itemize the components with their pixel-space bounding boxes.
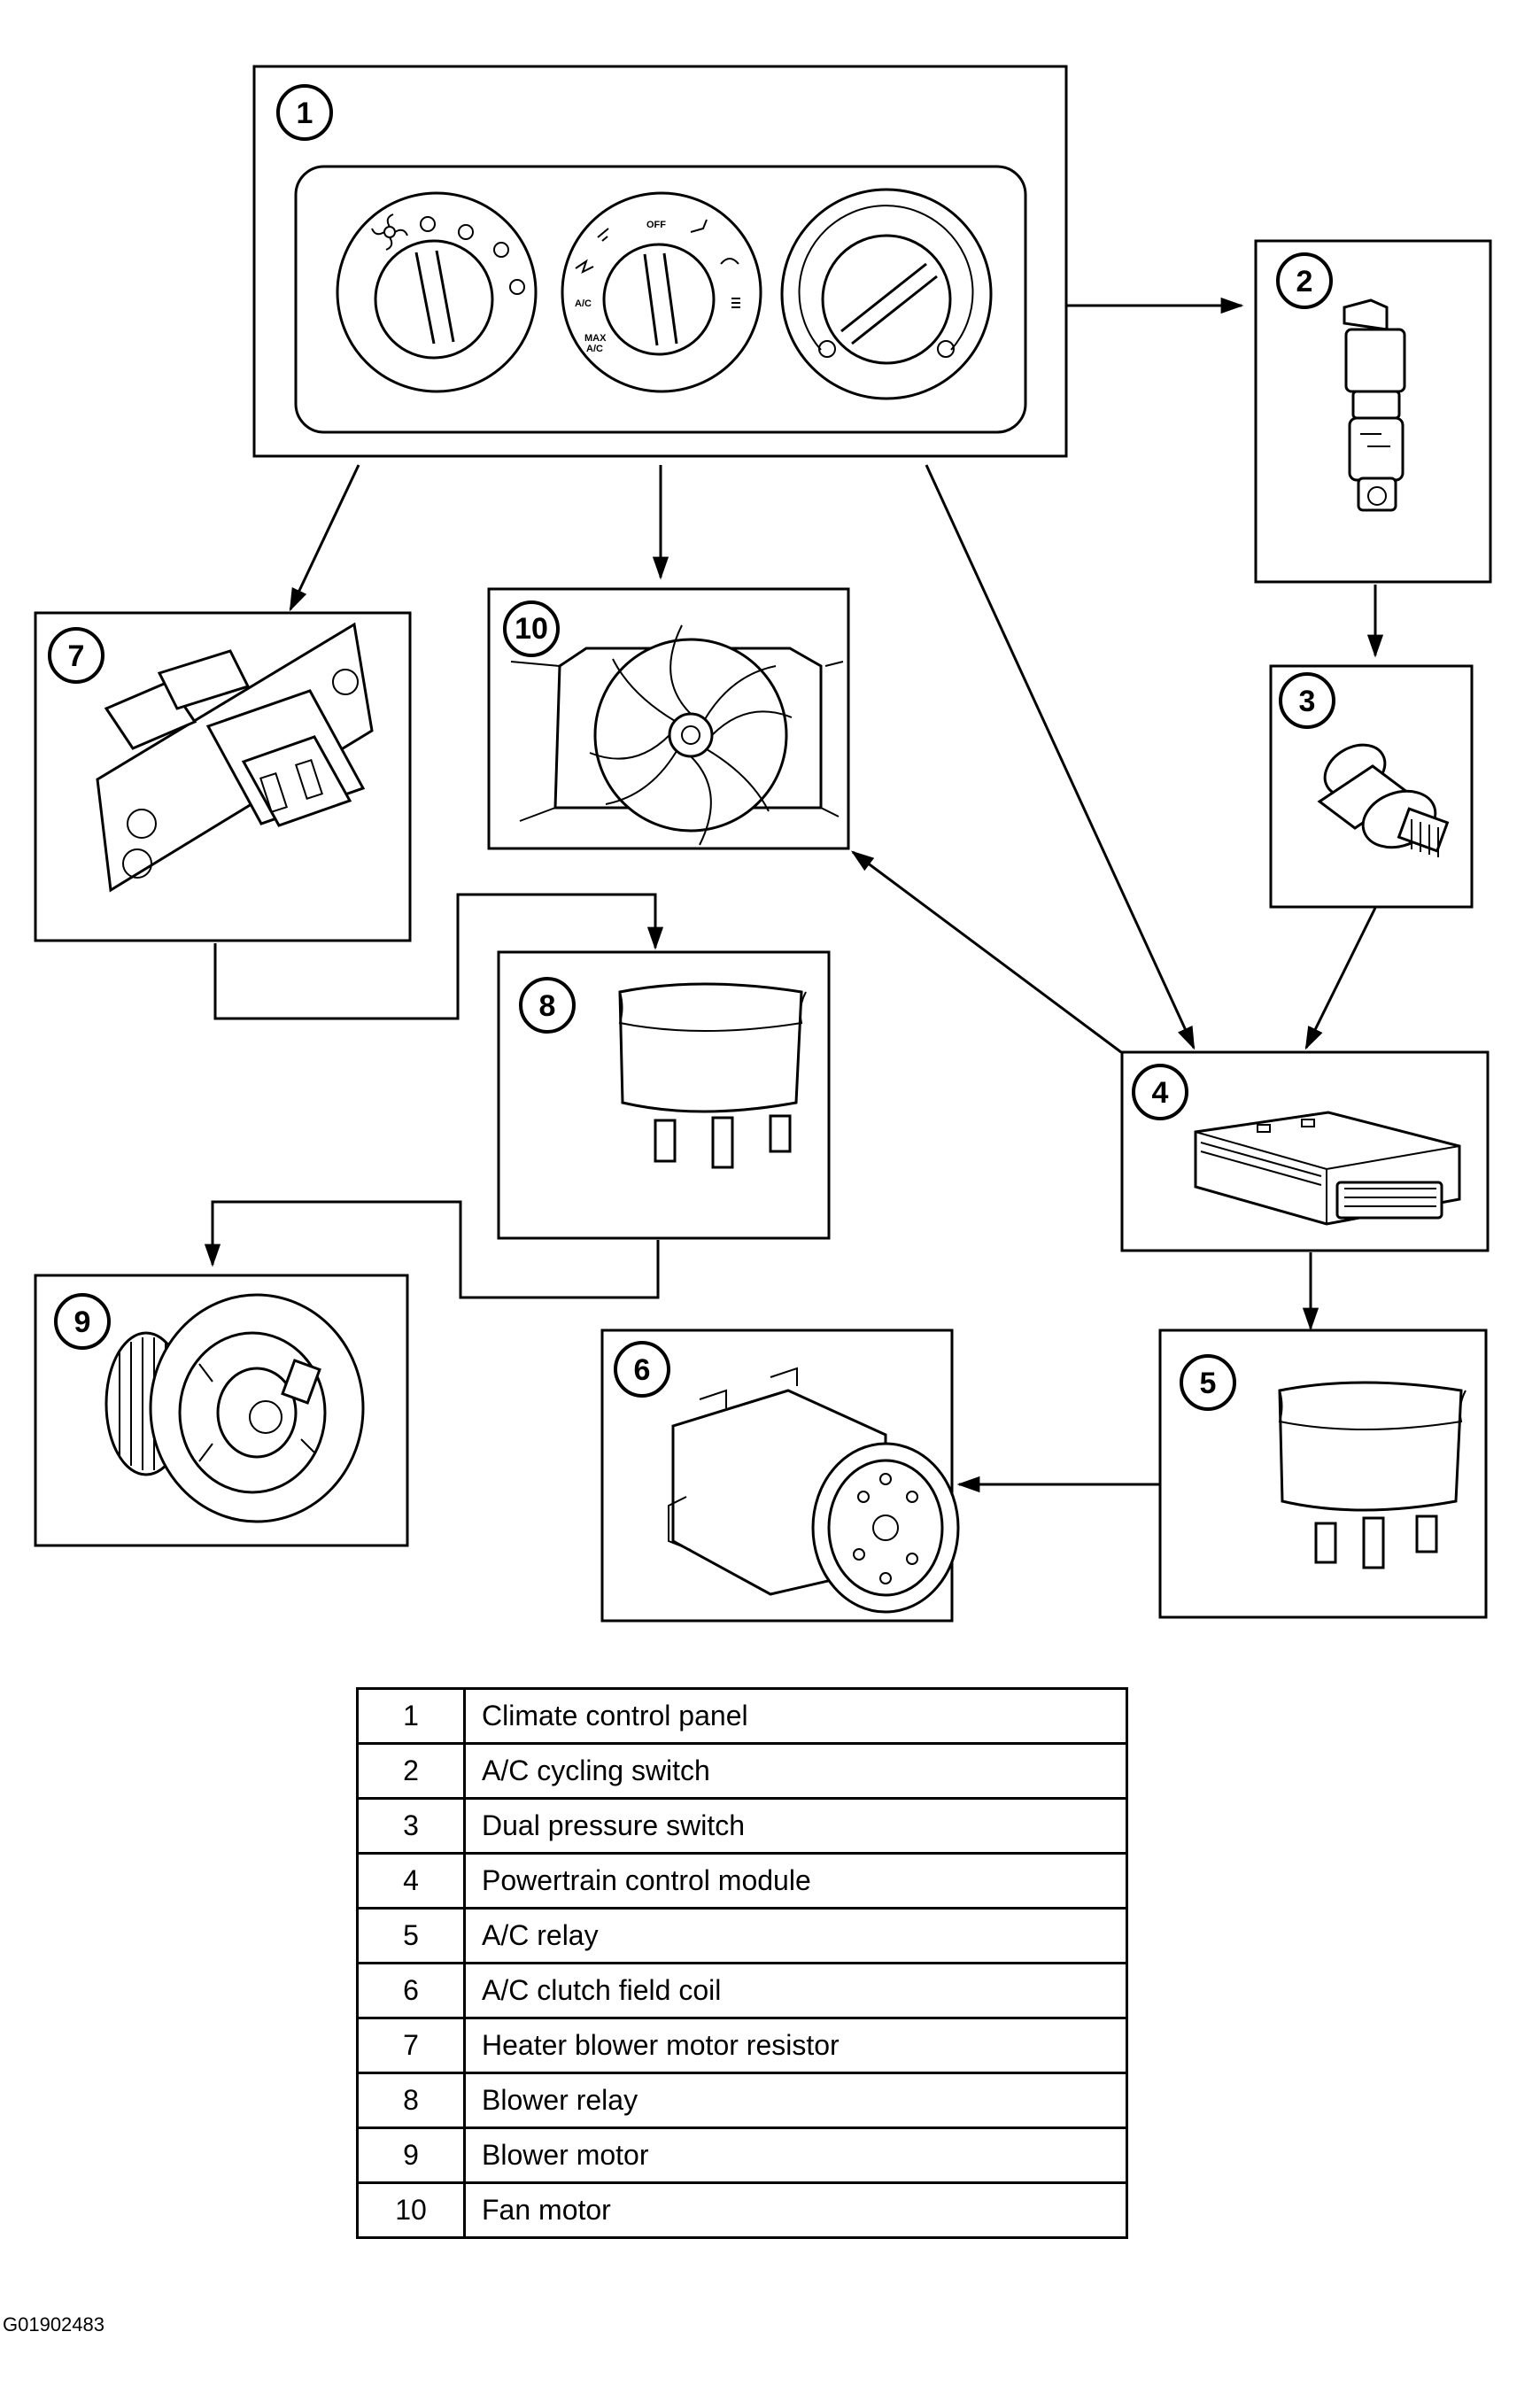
resistor-drawing [96, 622, 374, 893]
legend-description: Blower relay [463, 2072, 1128, 2129]
floor-vent-icon [690, 219, 708, 233]
legend-row: 6 A/C clutch field coil [356, 1962, 1128, 2019]
component-ac-cycling-switch: 2 [1254, 239, 1492, 584]
legend-row: 3 Dual pressure switch [356, 1797, 1128, 1855]
climate-control-wiring-diagram: OFF A/C MAX A/C 1 [34, 65, 1492, 1623]
component-climate-control-panel: OFF A/C MAX A/C 1 [252, 65, 1068, 458]
callout-circle-5 [1180, 1354, 1236, 1411]
legend-description: Fan motor [463, 2181, 1128, 2239]
mode-label-off: OFF [646, 220, 666, 230]
connectors [204, 297, 1384, 1493]
mode-label-max: MAX [584, 333, 607, 344]
legend-description: Dual pressure switch [463, 1797, 1128, 1855]
callout-circle-4 [1132, 1064, 1188, 1120]
component-powertrain-control-module: 4 [1120, 1050, 1490, 1252]
arrow-3-to-4 [1304, 907, 1377, 1050]
mode-label-max-ac: A/C [586, 344, 603, 354]
callout-6: 6 [634, 1353, 651, 1387]
callout-7: 7 [68, 639, 85, 673]
callout-circle-7 [48, 627, 104, 684]
temp-hot-marker [937, 340, 955, 358]
cycling-switch-drawing [1343, 298, 1406, 512]
legend-number: 8 [356, 2072, 466, 2129]
legend-number: 10 [356, 2181, 466, 2239]
callout-circle-8 [519, 977, 576, 1034]
fan-speed-knob [336, 191, 538, 393]
blower-motor-drawing [104, 1293, 365, 1523]
legend-number: 6 [356, 1962, 466, 2019]
legend-description: Blower motor [463, 2126, 1128, 2184]
callout-circle-1 [276, 84, 333, 141]
arrow-1-to-4 [925, 464, 1196, 1050]
legend-description: A/C clutch field coil [463, 1962, 1128, 2019]
temp-cold-marker [818, 340, 836, 358]
callout-9: 9 [74, 1305, 91, 1339]
legend-number: 2 [356, 1742, 466, 1800]
legend-description: A/C relay [463, 1907, 1128, 1964]
callout-circle-3 [1279, 672, 1335, 729]
ac-relay-drawing [1278, 1381, 1466, 1569]
mode-knob: OFF A/C MAX A/C [561, 191, 762, 393]
legend-number: 7 [356, 2017, 466, 2074]
legend-number: 5 [356, 1907, 466, 1964]
legend-row: 5 A/C relay [356, 1907, 1128, 1964]
legend-row: 10 Fan motor [356, 2181, 1128, 2239]
component-fan-motor: 10 [487, 587, 850, 850]
callout-circle-2 [1276, 252, 1333, 309]
defrost-icon [731, 298, 740, 308]
fan-icon [371, 213, 408, 251]
component-ac-relay: 5 [1158, 1329, 1488, 1619]
temperature-knob [780, 188, 993, 400]
legend-number: 9 [356, 2126, 466, 2184]
callout-1: 1 [297, 97, 313, 130]
callout-circle-6 [614, 1341, 670, 1398]
fan-motor-drawing [510, 624, 844, 846]
legend-number: 4 [356, 1852, 466, 1910]
arrow-4-to-10 [850, 850, 1122, 1054]
legend-number: 1 [356, 1687, 466, 1745]
legend-row: 9 Blower motor [356, 2126, 1128, 2184]
callout-2: 2 [1296, 265, 1313, 298]
compressor-drawing [668, 1367, 960, 1614]
callout-3: 3 [1299, 685, 1316, 718]
callout-8: 8 [539, 989, 556, 1023]
legend-row: 7 Heater blower motor resistor [356, 2017, 1128, 2074]
component-blower-relay: 8 [497, 950, 831, 1240]
blower-relay-drawing [618, 982, 807, 1169]
callout-4: 4 [1152, 1076, 1169, 1110]
pressure-switch-drawing [1317, 743, 1450, 857]
legend-description: A/C cycling switch [463, 1742, 1128, 1800]
legend-row: 1 Climate control panel [356, 1687, 1128, 1745]
legend-description: Powertrain control module [463, 1852, 1128, 1910]
component-ac-clutch-field-coil: 6 [600, 1329, 960, 1623]
component-dual-pressure-switch: 3 [1269, 664, 1474, 909]
mode-label-ac: A/C [575, 298, 592, 309]
legend-description: Climate control panel [463, 1687, 1128, 1745]
component-heater-blower-motor-resistor: 7 [34, 611, 412, 942]
legend-number: 3 [356, 1797, 466, 1855]
callout-circle-10 [503, 600, 560, 657]
legend-description: Heater blower motor resistor [463, 2017, 1128, 2074]
panel-vent-icon [575, 259, 594, 274]
defrost-floor-icon [720, 258, 739, 265]
legend-row: 4 Powertrain control module [356, 1852, 1128, 1910]
wire-8-to-9 [204, 1200, 660, 1299]
component-blower-motor: 9 [34, 1274, 409, 1547]
wire-7-to-8 [213, 893, 664, 1020]
callout-5: 5 [1200, 1367, 1217, 1400]
arrow-1-to-7 [289, 464, 360, 612]
callout-circle-9 [54, 1293, 111, 1350]
figure-id: G01902483 [3, 2313, 104, 2336]
vent-icon [597, 228, 609, 242]
legend-table: 1 Climate control panel 2 A/C cycling sw… [356, 1687, 1128, 2239]
legend-row: 2 A/C cycling switch [356, 1742, 1128, 1800]
legend-row: 8 Blower relay [356, 2072, 1128, 2129]
pcm-drawing [1194, 1111, 1461, 1226]
callout-10: 10 [515, 612, 548, 646]
